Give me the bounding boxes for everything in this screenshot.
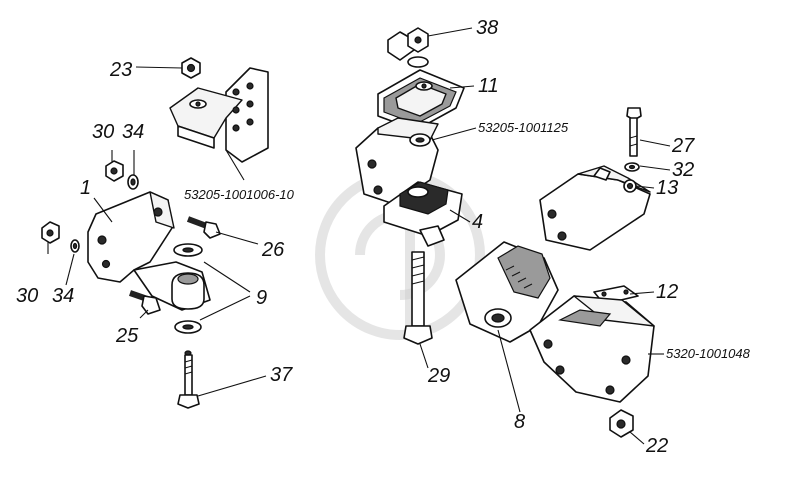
- label-13: 13: [656, 177, 678, 199]
- nut-23: [181, 57, 201, 79]
- label-23: 23: [109, 59, 132, 81]
- leader-lines: [47, 27, 671, 445]
- support-bracket-8: [455, 241, 559, 343]
- bolt-27: [626, 107, 642, 157]
- label-37: 37: [270, 364, 293, 386]
- label-53205-1001125: 53205-1001125: [478, 120, 569, 135]
- label-32: 32: [672, 159, 694, 181]
- rear-bracket-5320-1001048: [529, 295, 655, 403]
- label-5320-1001048: 5320-1001048: [666, 346, 751, 361]
- clip-nut-38: [387, 27, 429, 68]
- bolt-37: [177, 350, 200, 409]
- label-22: 22: [645, 435, 668, 457]
- bolt-29: [403, 251, 433, 345]
- label-12: 12: [656, 281, 678, 303]
- rubber-cushion-9: [171, 243, 205, 334]
- label-25: 25: [115, 325, 139, 347]
- label-38: 38: [476, 17, 498, 39]
- l-bracket-53205-1001006-10: [169, 67, 269, 163]
- clamp-13: [539, 165, 651, 251]
- label-1: 1: [80, 177, 91, 199]
- washer-34-lower: [70, 239, 80, 253]
- label-29: 29: [427, 365, 450, 387]
- bolt-25: [129, 290, 161, 315]
- label-30-lower: 30: [16, 285, 38, 307]
- label-53205-1001006-10: 53205-1001006-10: [184, 187, 295, 202]
- cover-11: [377, 69, 465, 131]
- bolt-26: [186, 216, 221, 239]
- label-9: 9: [256, 287, 267, 309]
- washer-32: [624, 162, 640, 172]
- washer-34-upper: [127, 174, 139, 190]
- label-30-upper: 30: [92, 121, 114, 143]
- label-34-upper: 34: [122, 121, 144, 143]
- label-26: 26: [261, 239, 285, 261]
- label-4: 4: [472, 211, 483, 233]
- label-8: 8: [514, 411, 525, 433]
- nut-22: [609, 409, 634, 438]
- label-34-lower: 34: [52, 285, 74, 307]
- label-11: 11: [478, 75, 499, 97]
- nut-30-lower: [41, 221, 60, 244]
- nut-30-upper: [105, 160, 124, 182]
- rubber-pad-4: [383, 181, 463, 247]
- label-27: 27: [671, 135, 695, 157]
